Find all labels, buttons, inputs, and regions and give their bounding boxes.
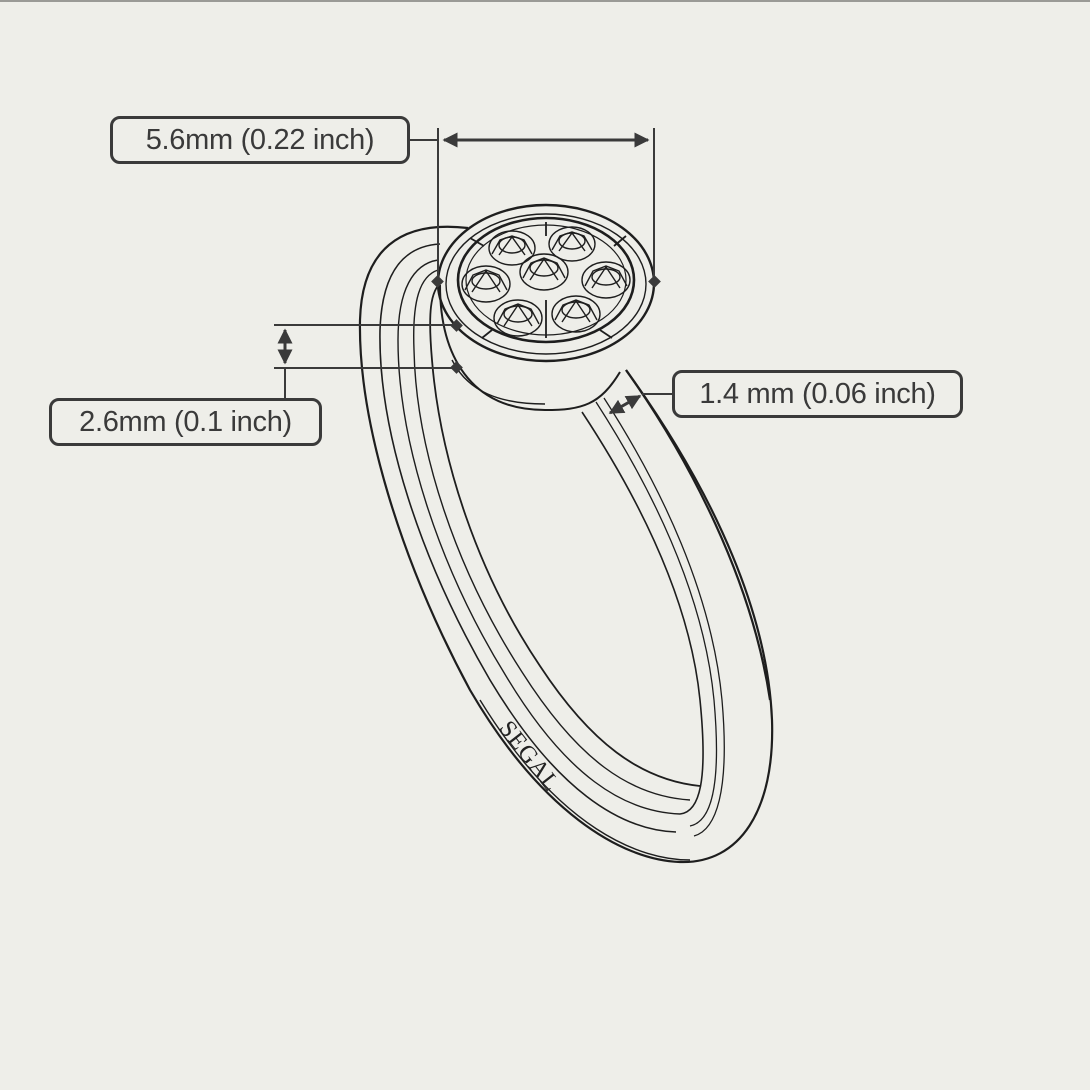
dimension-height-lines: [274, 324, 456, 398]
diamond-top-left: [488, 230, 536, 266]
diamond-center: [519, 253, 569, 291]
diamond-right: [581, 261, 631, 299]
dimension-width-lines: [410, 128, 655, 285]
diamond-top-right: [548, 226, 596, 262]
dimension-label-band-width: 1.4 mm (0.06 inch): [672, 370, 963, 418]
diamond-bottom-left: [493, 299, 543, 337]
dimension-points: [431, 275, 661, 374]
diamond-left: [461, 265, 511, 303]
dimension-band-lines: [608, 393, 672, 415]
diamond-cluster: [461, 222, 631, 339]
ring-band: [358, 225, 774, 864]
dimension-label-setting-height: 2.6mm (0.1 inch): [49, 398, 322, 446]
top-border: [0, 0, 1090, 2]
dimension-label-setting-width: 5.6mm (0.22 inch): [110, 116, 410, 164]
diamond-bottom-right: [551, 295, 601, 333]
